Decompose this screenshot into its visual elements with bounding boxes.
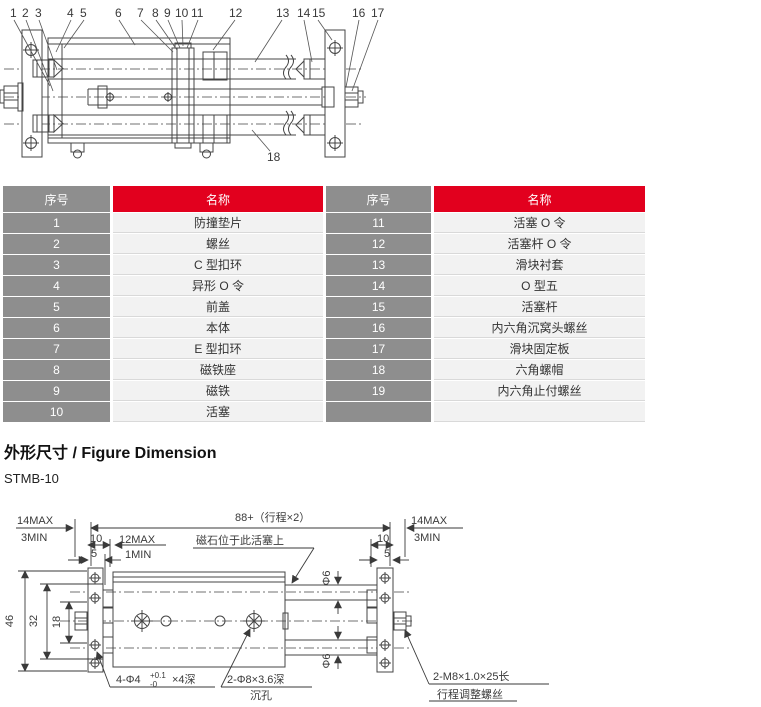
callout-label: 13 — [276, 6, 290, 20]
callout-label: 15 — [312, 6, 326, 20]
part-name: 磁铁座 — [113, 360, 323, 380]
dim-46: 46 — [4, 615, 16, 627]
dimension-linework — [60, 567, 415, 673]
dim-18: 18 — [51, 616, 63, 628]
hole4-tol-dn: -0 — [150, 680, 158, 689]
hole4-label: 4-Φ4 — [116, 674, 141, 686]
dim-10-left: 10 — [90, 533, 102, 545]
col-header-name-left: 名称 — [113, 186, 323, 212]
adjust-screw-label: 2-M8×1.0×25长 — [433, 670, 509, 683]
callout-label: 2 — [22, 6, 29, 20]
part-no: 18 — [326, 360, 431, 380]
callout-leader-lines — [13, 19, 379, 152]
callout-label: 4 — [67, 6, 74, 20]
part-no: 6 — [3, 318, 110, 338]
callout-label: 14 — [297, 6, 311, 20]
dim-12max: 12MAX — [119, 534, 156, 546]
callout-label: 12 — [229, 6, 243, 20]
part-name: 活塞 — [113, 402, 323, 422]
callout-label: 10 — [175, 6, 189, 20]
dim-14max-right: 14MAX — [411, 515, 448, 527]
adjust-screw-sub-label: 行程调整螺丝 — [437, 687, 503, 701]
part-name: 活塞 O 令 — [434, 213, 645, 233]
col-header-name-right: 名称 — [434, 186, 645, 212]
part-no: 14 — [326, 276, 431, 296]
counterbore-sub-label: 沉孔 — [250, 689, 272, 702]
assembly-section-drawing: 1 2 3 4 5 6 7 8 9 10 11 12 13 14 15 16 1… — [0, 6, 385, 164]
hole4-tol-up: +0.1 — [150, 671, 166, 680]
callout-numbers: 1 2 3 4 5 6 7 8 9 10 11 12 13 14 15 16 1… — [10, 6, 385, 164]
dim-14max-left: 14MAX — [17, 515, 54, 527]
dim-3min-right: 3MIN — [414, 532, 440, 544]
part-name: 磁铁 — [113, 381, 323, 401]
dimension-labels: 88+（行程×2） 14MAX 3MIN 10 12MAX 5 1MIN 磁石位… — [4, 511, 509, 702]
part-name: 滑块固定板 — [434, 339, 645, 359]
part-no: 1 — [3, 213, 110, 233]
dim-3min-left: 3MIN — [21, 532, 47, 544]
assembly-linework — [0, 29, 366, 159]
part-name: 本体 — [113, 318, 323, 338]
part-no: 7 — [3, 339, 110, 359]
col-header-no-right: 序号 — [326, 186, 431, 212]
part-no: 15 — [326, 297, 431, 317]
part-no: 9 — [3, 381, 110, 401]
dim-dia6-top: Φ6 — [321, 571, 333, 586]
part-no: 10 — [3, 402, 110, 422]
callout-label: 7 — [137, 6, 144, 20]
part-no: 11 — [326, 213, 431, 233]
part-no: 12 — [326, 234, 431, 254]
part-no: 8 — [3, 360, 110, 380]
magnet-note: 磁石位于此活塞上 — [196, 533, 284, 547]
model-label: STMB-10 — [4, 471, 59, 486]
counterbore-label: 2-Φ8×3.6深 — [227, 673, 284, 686]
callout-label: 18 — [267, 150, 281, 164]
part-name: 内六角止付螺丝 — [434, 381, 645, 401]
parts-table: 序号 名称 序号 名称 1 防撞垫片 11 活塞 O 令 2 螺丝 12 活塞杆… — [3, 186, 645, 422]
col-header-no-left: 序号 — [3, 186, 110, 212]
dimension-lines — [16, 519, 549, 702]
part-name — [434, 402, 645, 422]
part-no: 3 — [3, 255, 110, 275]
part-name: 内六角沉窝头螺丝 — [434, 318, 645, 338]
dim-10-right: 10 — [377, 533, 389, 545]
part-no: 2 — [3, 234, 110, 254]
part-name: 活塞杆 — [434, 297, 645, 317]
part-no — [326, 402, 431, 422]
part-no: 19 — [326, 381, 431, 401]
section-title: 外形尺寸 / Figure Dimension — [4, 445, 217, 462]
part-name: 滑块衬套 — [434, 255, 645, 275]
dim-1min: 1MIN — [125, 549, 151, 561]
dim-span-label: 88+（行程×2） — [235, 511, 310, 524]
callout-label: 9 — [164, 6, 171, 20]
hole4-depth: ×4深 — [172, 673, 196, 686]
callout-label: 11 — [191, 6, 204, 20]
part-name: C 型扣环 — [113, 255, 323, 275]
callout-label: 17 — [371, 6, 385, 20]
part-name: 异形 O 令 — [113, 276, 323, 296]
callout-label: 6 — [115, 6, 122, 20]
part-no: 13 — [326, 255, 431, 275]
dim-dia6-bottom: Φ6 — [321, 654, 333, 669]
callout-label: 5 — [80, 6, 87, 20]
part-name: O 型五 — [434, 276, 645, 296]
part-name: 六角螺帽 — [434, 360, 645, 380]
part-name: 防撞垫片 — [113, 213, 323, 233]
part-name: 前盖 — [113, 297, 323, 317]
part-name: 螺丝 — [113, 234, 323, 254]
part-name: 活塞杆 O 令 — [434, 234, 645, 254]
dim-5-left: 5 — [91, 548, 97, 560]
dim-32: 32 — [28, 615, 40, 627]
part-no: 16 — [326, 318, 431, 338]
part-name: E 型扣环 — [113, 339, 323, 359]
dim-5-right: 5 — [384, 548, 390, 560]
callout-label: 8 — [152, 6, 159, 20]
callout-label: 1 — [10, 6, 17, 20]
callout-label: 3 — [35, 6, 42, 20]
dimension-drawing: 88+（行程×2） 14MAX 3MIN 10 12MAX 5 1MIN 磁石位… — [4, 511, 549, 702]
part-no: 17 — [326, 339, 431, 359]
callout-label: 16 — [352, 6, 366, 20]
part-no: 5 — [3, 297, 110, 317]
part-no: 4 — [3, 276, 110, 296]
